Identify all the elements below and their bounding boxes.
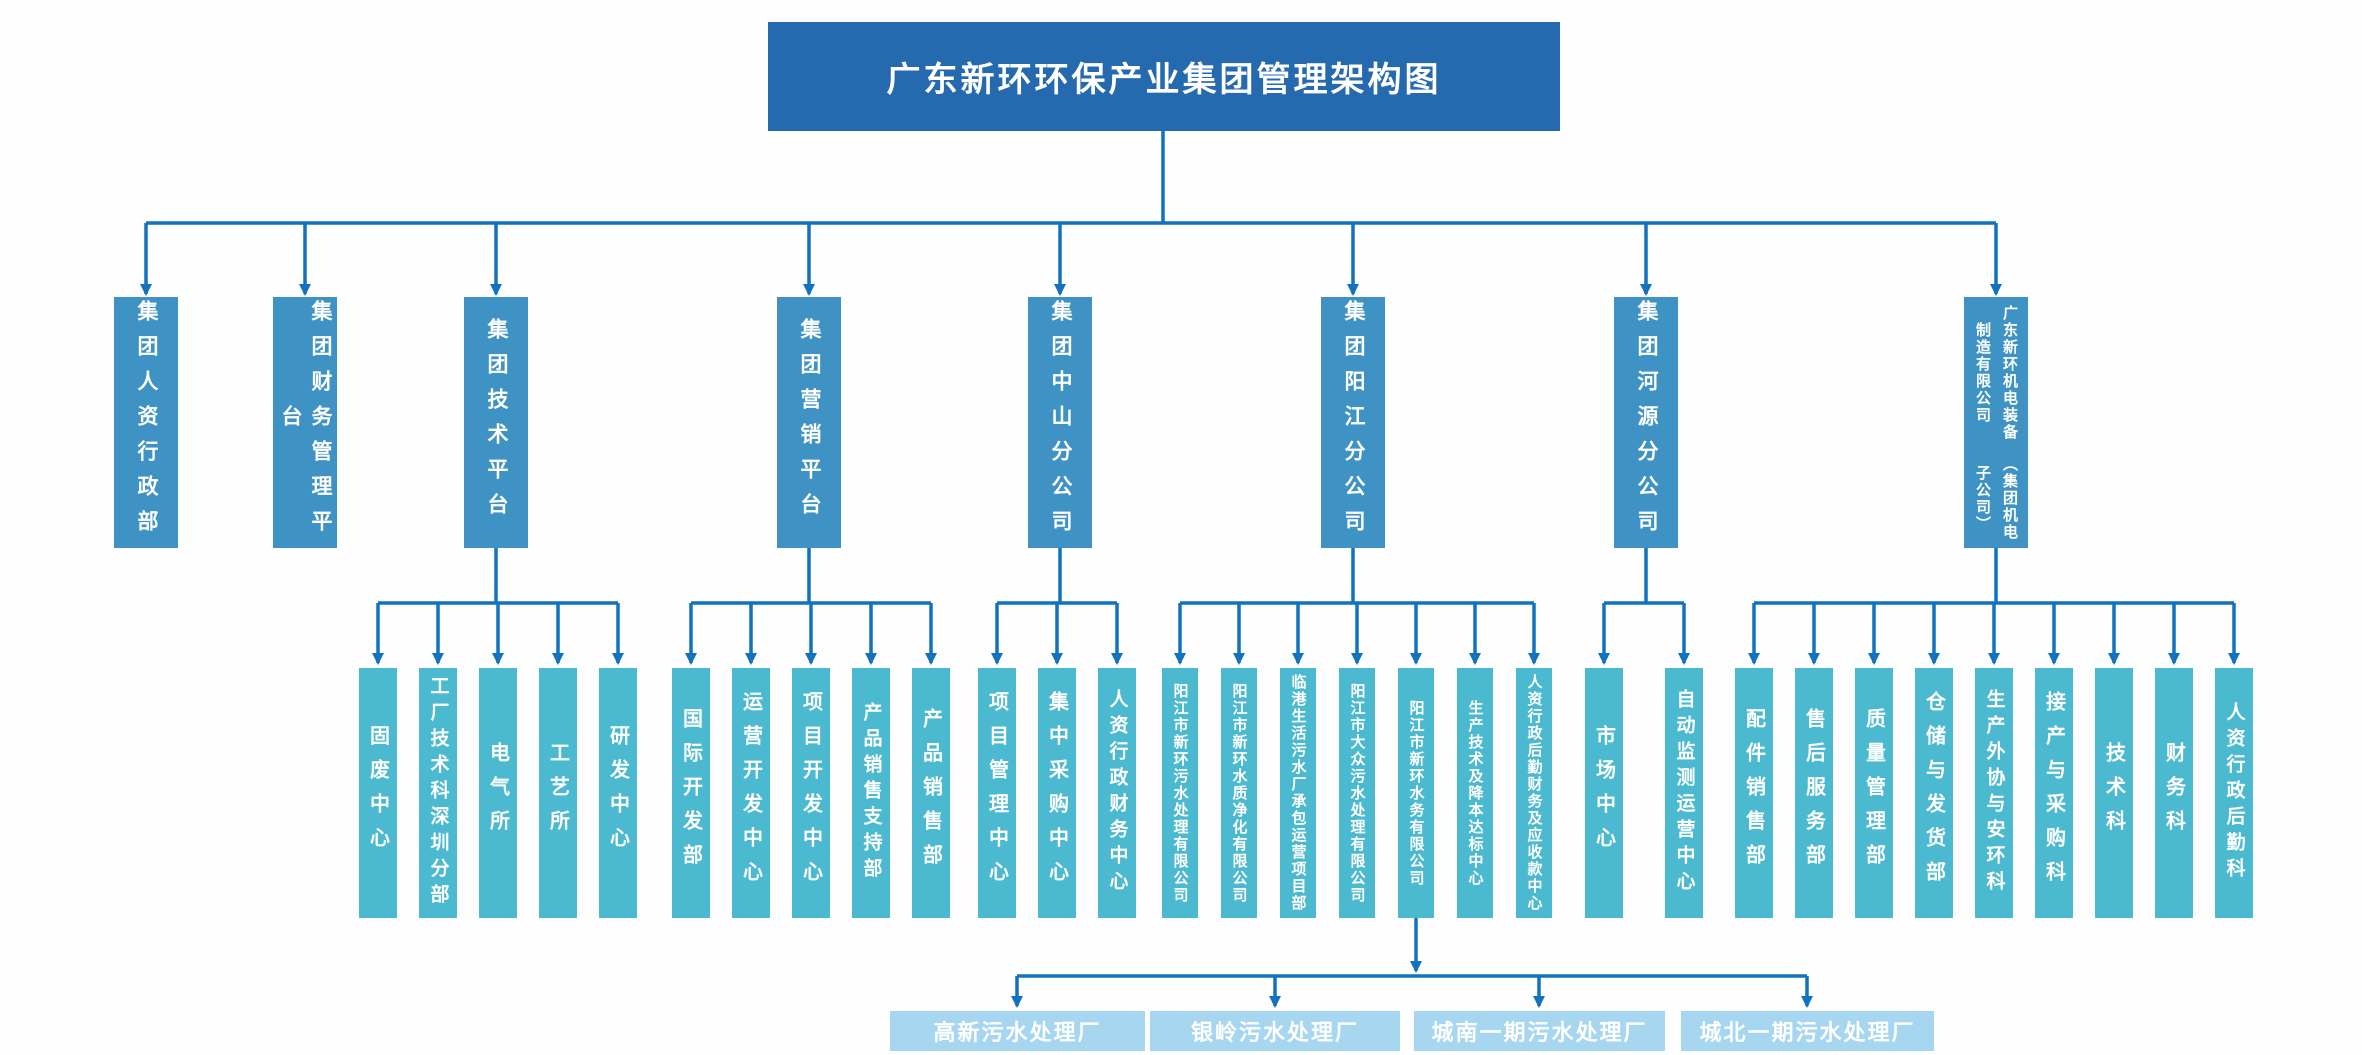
level4-node: 城北一期污水处理厂: [1681, 1011, 1934, 1051]
level2-node-marketing: 集团营销平台: [777, 297, 841, 548]
level3-node: 国际开发部: [672, 668, 710, 918]
level3-node: 售后服务部: [1795, 668, 1833, 918]
level3-node: 阳江市新环污水处理有限公司: [1162, 668, 1198, 918]
level3-node: 接产与采购科: [2035, 668, 2073, 918]
connector-marketing: [685, 548, 937, 665]
level3-node: 市场中心: [1585, 668, 1623, 918]
level4-node: 高新污水处理厂: [890, 1011, 1145, 1051]
level3-node: 集中采购中心: [1038, 668, 1076, 918]
level2-node-heyuan: 集团河源分公司: [1614, 297, 1678, 548]
level3-node: 人资行政财务中心: [1098, 668, 1136, 918]
level2-node-finance: 集团财务管理平台: [273, 297, 337, 548]
connector-jidian: [1748, 548, 2240, 665]
level2-node-tech: 集团技术平台: [464, 297, 528, 548]
level2-node-jidian: 广东新环机电装备制造有限公司 （集团机电子公司）: [1964, 297, 2028, 548]
level3-node: 仓储与发货部: [1915, 668, 1953, 918]
level3-node: 阳江市新环水质净化有限公司: [1221, 668, 1257, 918]
level3-node: 产品销售支持部: [852, 668, 890, 918]
company-subtitle: （集团机电子公司）: [1974, 456, 2018, 542]
connector-tech: [372, 548, 624, 665]
connector-heyuan: [1598, 548, 1690, 665]
level3-node: 生产外协与安环科: [1975, 668, 2013, 918]
connector-root: [140, 131, 2002, 296]
level2-node-hr: 集团人资行政部: [114, 297, 178, 548]
level3-node: 工艺所: [539, 668, 577, 918]
level3-node: 技术科: [2095, 668, 2133, 918]
level3-node: 电气所: [479, 668, 517, 918]
level3-node: 人资行政后勤科: [2215, 668, 2253, 918]
level3-node: 人资行政后勤财务及应收款中心: [1516, 668, 1552, 918]
level3-node: 产品销售部: [912, 668, 950, 918]
company-name: 广东新环机电装备制造有限公司: [1974, 305, 2018, 442]
level3-node: 研发中心: [599, 668, 637, 918]
level3-node-shuiwu: 阳江市新环水务有限公司: [1398, 668, 1434, 918]
level3-node: 财务科: [2155, 668, 2193, 918]
level3-node: 项目管理中心: [978, 668, 1016, 918]
chart-title: 广东新环环保产业集团管理架构图: [768, 22, 1560, 131]
level2-node-yangjiang: 集团阳江分公司: [1321, 297, 1385, 548]
level3-node: 固废中心: [359, 668, 397, 918]
level3-node: 运营开发中心: [732, 668, 770, 918]
connector-yangjiang: [1174, 548, 1540, 665]
level4-node: 银岭污水处理厂: [1150, 1011, 1400, 1051]
level3-node: 项目开发中心: [792, 668, 830, 918]
level3-node: 阳江市大众污水处理有限公司: [1339, 668, 1375, 918]
connector-zhongshan: [991, 548, 1123, 665]
level3-node: 工厂技术科深圳分部: [419, 668, 457, 918]
level2-node-zhongshan: 集团中山分公司: [1028, 297, 1092, 548]
level3-node: 配件销售部: [1735, 668, 1773, 918]
connector-plants: [1011, 918, 1813, 1008]
level4-node: 城南一期污水处理厂: [1414, 1011, 1665, 1051]
level3-node: 临港生活污水厂承包运营项目部: [1280, 668, 1316, 918]
level3-node: 生产技术及降本达标中心: [1457, 668, 1493, 918]
level3-node: 自动监测运营中心: [1665, 668, 1703, 918]
level3-node: 质量管理部: [1855, 668, 1893, 918]
